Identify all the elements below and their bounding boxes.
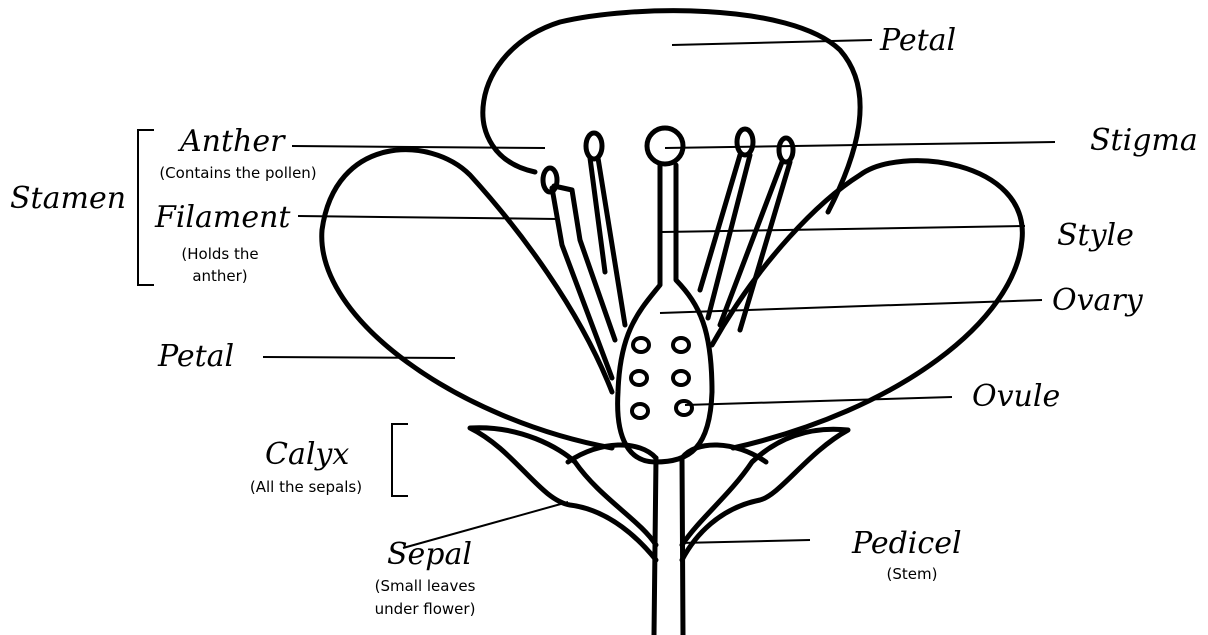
label-pedicel: Pedicel <box>852 529 962 559</box>
label-sepal-note-2: under flower) <box>355 599 495 619</box>
pedicel-stem <box>654 458 683 635</box>
label-petal-left: Petal <box>158 342 234 372</box>
leader-petal-left <box>263 357 455 358</box>
stigma-knob <box>647 128 683 164</box>
leader-ovule <box>685 397 952 405</box>
leader-pedicel <box>680 540 810 543</box>
calyx-bracket <box>392 424 408 496</box>
ovules <box>631 338 692 418</box>
leader-ovary <box>660 300 1042 313</box>
label-calyx-note: (All the sepals) <box>226 477 386 497</box>
leader-filament <box>298 216 558 219</box>
left-petal <box>322 150 612 448</box>
label-ovule: Ovule <box>972 382 1060 412</box>
label-stamen: Stamen <box>10 184 126 214</box>
label-ovary: Ovary <box>1052 286 1143 316</box>
label-anther: Anther <box>180 127 284 157</box>
label-sepal-note-1: (Small leaves <box>355 576 495 596</box>
label-pedicel-note: (Stem) <box>862 564 962 584</box>
leader-stigma <box>665 142 1055 148</box>
stamens <box>543 129 793 378</box>
label-filament-note-1: (Holds the <box>152 244 288 264</box>
label-petal-top: Petal <box>880 26 956 56</box>
label-anther-note: (Contains the pollen) <box>138 163 338 183</box>
label-calyx: Calyx <box>265 440 349 470</box>
label-sepal: Sepal <box>387 540 472 570</box>
label-filament-note-2: anther) <box>152 266 288 286</box>
leader-petal-top <box>672 40 872 45</box>
label-style: Style <box>1057 221 1134 251</box>
label-filament: Filament <box>155 203 290 233</box>
label-stigma: Stigma <box>1090 126 1198 156</box>
leader-anther <box>292 146 545 148</box>
